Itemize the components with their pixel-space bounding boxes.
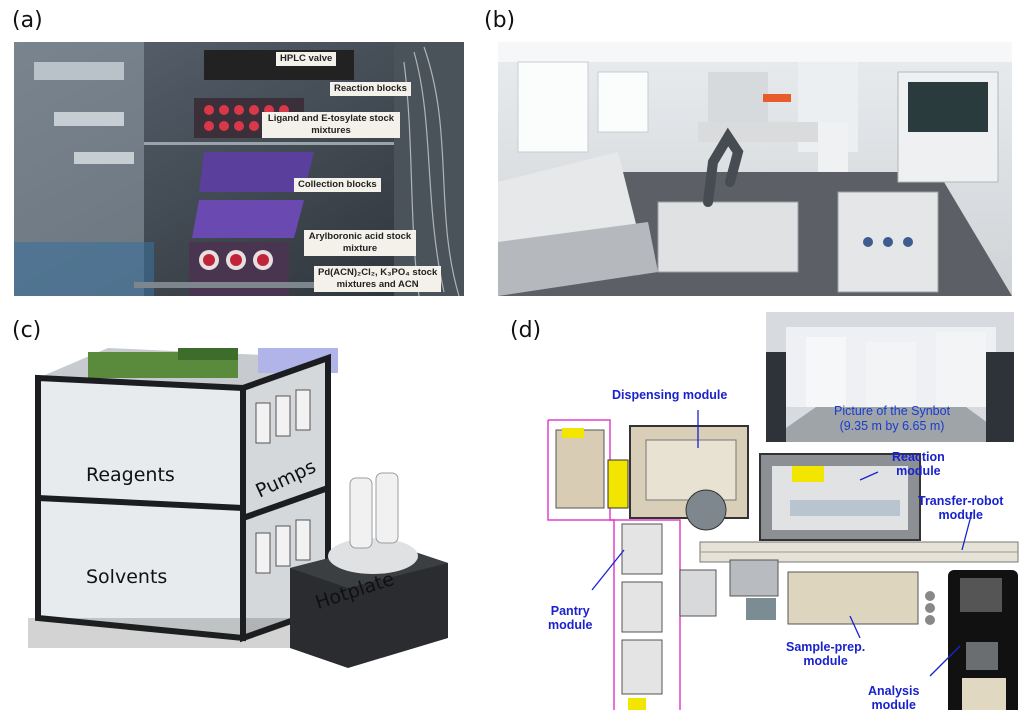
label-transfer-robot-module-line2: module [938, 508, 983, 522]
label-sample-prep-module-line2: module [803, 654, 848, 668]
synbot-photo-image [766, 312, 1014, 442]
label-transfer-robot-module-line1: Transfer-robot [918, 494, 1004, 508]
panel-a-letter: (a) [12, 8, 43, 33]
label-collection-blocks: Collection blocks [294, 178, 381, 192]
label-ligand-stock: Ligand and E-tosylate stock mixtures [262, 112, 400, 138]
label-reaction-module: Reaction module [892, 450, 945, 478]
label-pantry-module: Pantry module [548, 604, 592, 632]
label-pantry-module-line1: Pantry [550, 604, 590, 618]
panel-a-photo: HPLC valve Reaction blocks Ligand and E-… [14, 42, 464, 296]
label-pantry-module-line2: module [548, 618, 593, 632]
synbot-caption-line1: Picture of the Synbot [834, 404, 951, 418]
label-analysis-module-line1: Analysis [868, 684, 920, 698]
label-reagents: Reagents [86, 464, 175, 486]
label-sample-prep-module: Sample-prep. module [786, 640, 865, 668]
label-solvents: Solvents [86, 566, 168, 588]
label-reaction-module-line1: Reaction [892, 450, 945, 464]
panel-b-letter: (b) [484, 8, 516, 33]
label-transfer-robot-module: Transfer-robot module [918, 494, 1003, 522]
panel-b-photo-image [498, 42, 1012, 296]
label-sample-prep-module-line1: Sample-prep. [786, 640, 866, 654]
panel-d-letter: (d) [510, 318, 542, 343]
panel-b-photo [498, 42, 1012, 296]
label-arylboronic-stock: Arylboronic acid stock mixture [304, 230, 416, 256]
panel-c-letter: (c) [12, 318, 42, 343]
label-analysis-module-line2: module [871, 698, 916, 712]
label-pd-stock-line2: mixtures and ACN [336, 279, 419, 290]
label-reaction-module-line2: module [896, 464, 941, 478]
synbot-floor-plan [547, 410, 1019, 710]
label-pd-stock-line1: Pd(ACN)₂Cl₂, K₃PO₄ stock [318, 267, 438, 278]
label-dispensing-module: Dispensing module [612, 388, 728, 402]
panel-c-render-image [28, 348, 448, 668]
label-hplc-valve: HPLC valve [276, 52, 337, 66]
synbot-photo [766, 312, 1014, 442]
label-analysis-module: Analysis module [868, 684, 919, 712]
synbot-caption-line2: (9.35 m by 6.65 m) [839, 419, 945, 433]
panel-a-photo-image [14, 42, 464, 296]
label-reaction-blocks: Reaction blocks [330, 82, 411, 96]
synbot-caption: Picture of the Synbot (9.35 m by 6.65 m) [834, 404, 950, 434]
panel-c-render: Reagents Solvents Pumps Hotplate [28, 348, 478, 710]
label-pd-stock: Pd(ACN)₂Cl₂, K₃PO₄ stock mixtures and AC… [314, 266, 442, 292]
